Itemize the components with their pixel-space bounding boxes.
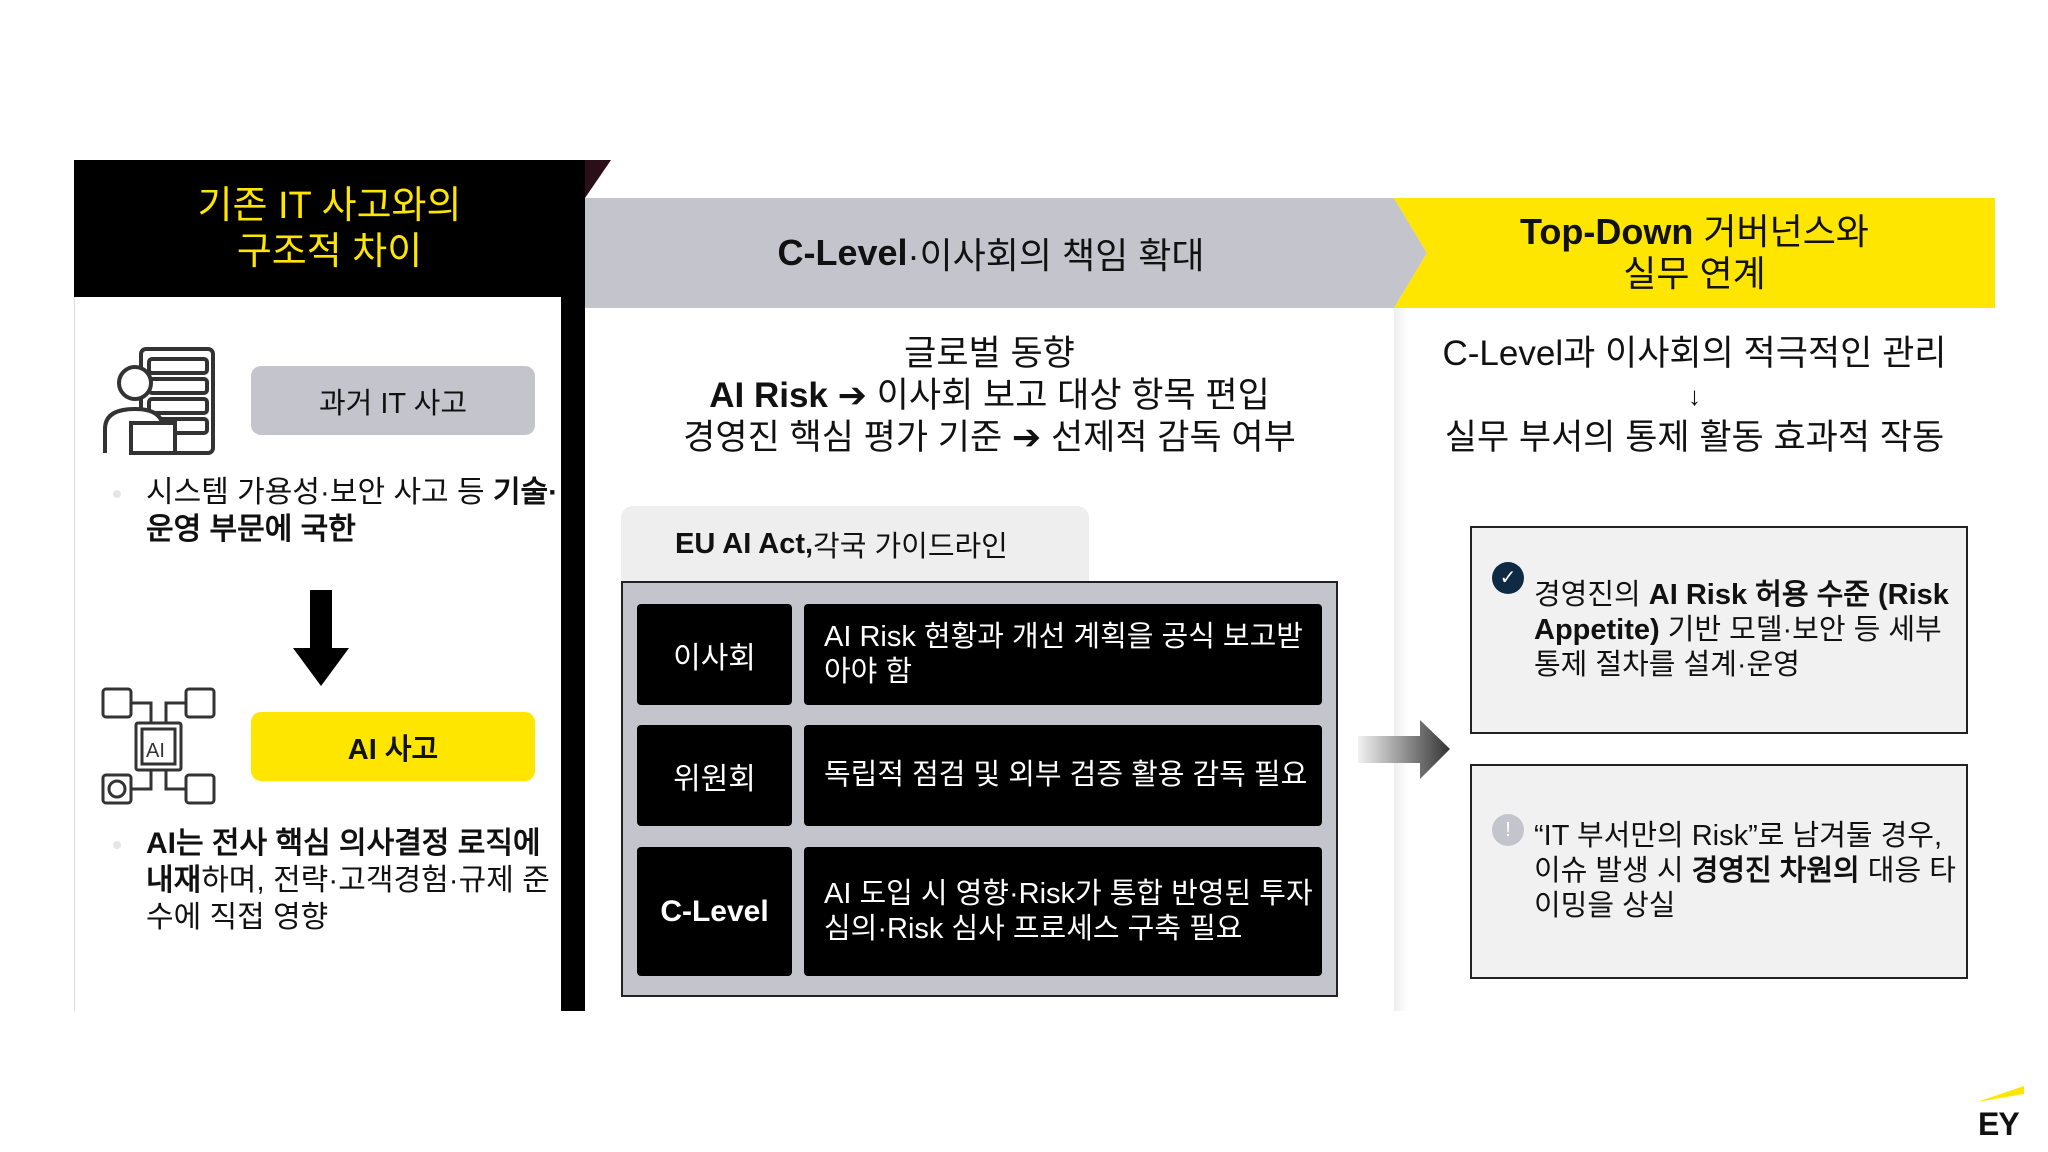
row-key: 위원회 xyxy=(637,725,792,826)
box-normal: 기반 모델·보안 등 세부 통제 절차를 설계·운영 xyxy=(1534,613,1942,681)
ai-incident-label: AI 사고 xyxy=(251,712,535,781)
box-text: “IT 부서만의 Risk”로 남겨둘 경우, 이슈 발생 시 경영진 차원의 … xyxy=(1534,819,1966,924)
desc-text: 시스템 가용성·보안 사고 등 xyxy=(146,476,493,509)
tab-bold: EU AI Act, xyxy=(675,527,814,560)
ai-network-icon: AI xyxy=(101,687,216,805)
right-column-header: Top-Down 거버넌스와 실무 연계 xyxy=(1394,198,1995,308)
top-down-line: C-Level과 이사회의 적극적인 관리 xyxy=(1442,334,1947,373)
left-column-body: 과거 IT 사고 시스템 가용성·보안 사고 등 기술·운영 부문에 국한 AI… xyxy=(74,297,561,1011)
server-user-icon xyxy=(103,347,215,455)
row-key: C-Level xyxy=(637,847,792,976)
header-bold: Top-Down xyxy=(1520,211,1694,252)
box-bold: AI Risk 허용 수준 (Risk Appetite) xyxy=(1534,578,1949,646)
middle-column-header: C-Level·이사회의 책임 확대 xyxy=(585,198,1427,308)
trend-line: AI Risk ➔ 이사회 보고 대상 항목 편입 xyxy=(585,375,1394,417)
title-line: 기존 IT 사고와의 xyxy=(197,184,462,227)
arrow-down-icon xyxy=(293,590,349,686)
arrow-right-icon xyxy=(1358,720,1450,779)
row-value: 독립적 점검 및 외부 검증 활용 감독 필요 xyxy=(804,725,1322,826)
header-line: 실무 연계 xyxy=(1623,253,1766,294)
top-down-line: 실무 부서의 통제 활동 효과적 작동 xyxy=(1444,418,1945,457)
header-text: ·이사회의 책임 확대 xyxy=(907,235,1205,276)
corner-decoration xyxy=(585,160,611,198)
ey-logo: EY xyxy=(1974,1084,2030,1142)
box-normal: “IT 부서만의 Risk”로 남겨둘 경우, 이슈 발생 시 xyxy=(1534,820,1943,887)
trend-title: 글로벌 동향 xyxy=(904,334,1075,373)
arrow-right-icon: ➔ xyxy=(837,376,867,415)
check-circle-icon: ✓ xyxy=(1492,562,1524,594)
top-down-text: C-Level과 이사회의 적극적인 관리 ↓ 실무 부서의 통제 활동 효과적… xyxy=(1394,333,1995,459)
desc-bold: 기술·운영 부문에 국한 xyxy=(146,476,559,546)
ai-incident-description: AI는 전사 핵심 의사결정 로직에 내재하며, 전략·고객경험·규제 준수에 … xyxy=(113,825,561,936)
header-bold: C-Level xyxy=(777,232,908,273)
box-bold: 경영진 차원의 xyxy=(1691,855,1860,887)
box-normal: 경영진의 xyxy=(1534,578,1649,611)
trend-text: 선제적 감독 여부 xyxy=(1050,418,1296,457)
eu-ai-act-tab: EU AI Act, 각국 가이드라인 xyxy=(621,506,1089,582)
ey-logo-text: EY xyxy=(1978,1106,2020,1142)
arrow-right-icon: ➔ xyxy=(1011,418,1042,457)
trend-bold: AI Risk xyxy=(709,376,828,415)
arrow-down-icon: ↓ xyxy=(1688,381,1701,411)
trend-text: 경영진 핵심 평가 기준 xyxy=(683,418,1003,457)
exclamation-circle-icon: ! xyxy=(1492,814,1524,846)
desc-text: 하며, 전략·고객경험·규제 준수에 직접 영향 xyxy=(146,864,550,934)
box-text: 경영진의 AI Risk 허용 수준 (Risk Appetite) 기반 모델… xyxy=(1534,578,1966,683)
left-column-title: 기존 IT 사고와의 구조적 차이 xyxy=(74,160,585,297)
trend-text: 이사회 보고 대상 항목 편입 xyxy=(876,376,1270,415)
tab-text: 각국 가이드라인 xyxy=(813,531,1008,563)
row-value: AI Risk 현황과 개선 계획을 공식 보고받아야 함 xyxy=(804,604,1322,705)
trend-line: 경영진 핵심 평가 기준 ➔ 선제적 감독 여부 xyxy=(585,417,1394,459)
title-line: 구조적 차이 xyxy=(236,230,423,273)
row-key: 이사회 xyxy=(637,604,792,705)
header-text: 거버넌스와 xyxy=(1693,211,1869,252)
control-design-box: ✓ 경영진의 AI Risk 허용 수준 (Risk Appetite) 기반 … xyxy=(1470,526,1968,734)
global-trend-text: 글로벌 동향 AI Risk ➔ 이사회 보고 대상 항목 편입 경영진 핵심 … xyxy=(585,333,1394,459)
risk-warning-box: ! “IT 부서만의 Risk”로 남겨둘 경우, 이슈 발생 시 경영진 차원… xyxy=(1470,764,1968,979)
box-normal: 대응 타이밍을 상실 xyxy=(1534,855,1956,922)
desc-bold: AI는 전사 핵심 의사결정 로직에 내재 xyxy=(146,827,541,897)
svg-text:AI: AI xyxy=(146,740,165,762)
row-value: AI 도입 시 영향·Risk가 통합 반영된 투자심의·Risk 심사 프로세… xyxy=(804,847,1322,976)
past-it-incident-label: 과거 IT 사고 xyxy=(251,366,535,435)
past-incident-description: 시스템 가용성·보안 사고 등 기술·운영 부문에 국한 xyxy=(113,474,561,548)
divider xyxy=(561,297,585,1011)
header-line: Top-Down 거버넌스와 xyxy=(1520,211,1869,253)
